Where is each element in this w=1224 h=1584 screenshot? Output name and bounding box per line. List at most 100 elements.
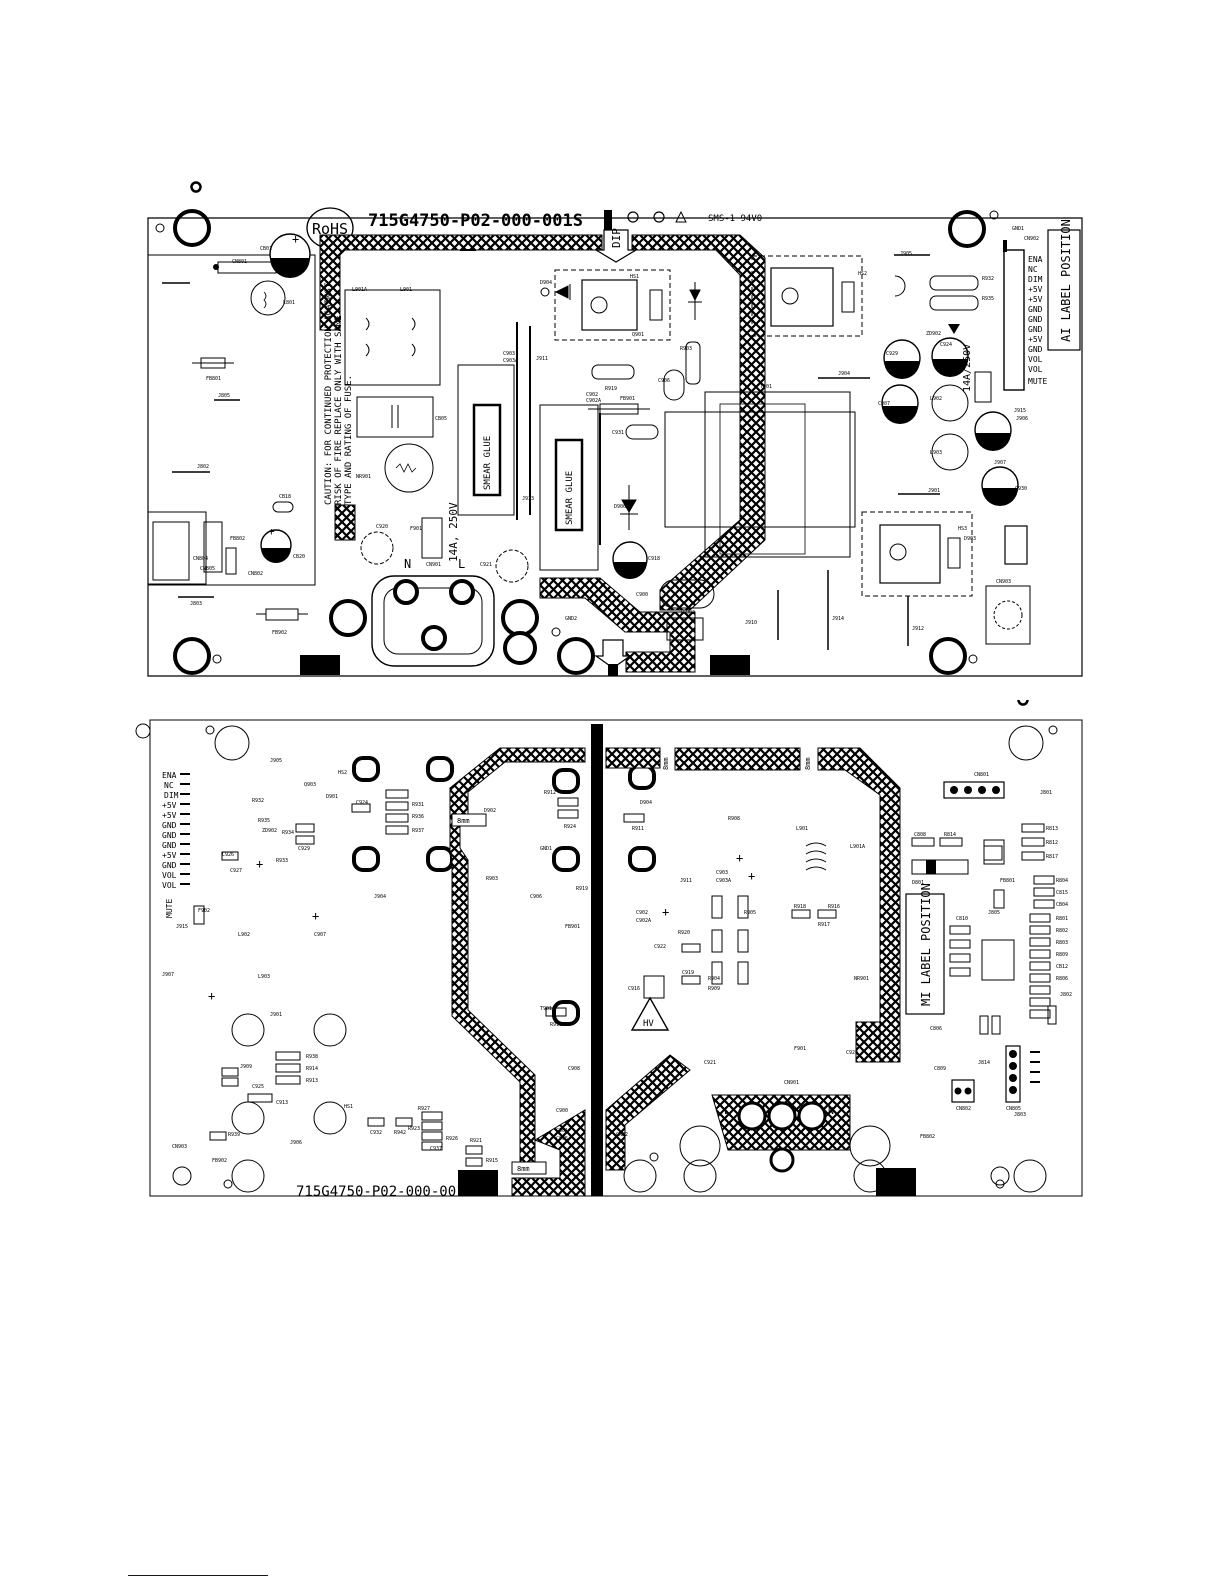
mounting-holes-top	[173, 209, 986, 675]
svg-text:R939: R939	[228, 1132, 240, 1138]
svg-text:J915: J915	[1014, 408, 1026, 414]
smear-glue-left	[472, 403, 502, 497]
svg-text:HS3: HS3	[958, 526, 967, 532]
svg-text:C809: C809	[934, 1066, 946, 1072]
svg-text:J801: J801	[1040, 790, 1052, 796]
svg-text:R803: R803	[1056, 940, 1068, 946]
svg-text:R814: R814	[944, 832, 956, 838]
part-number-bottom: 715G4750-P02-000-001S	[296, 1184, 473, 1200]
svg-text:T901: T901	[760, 384, 772, 390]
dip-marker-top	[604, 210, 612, 230]
svg-text:J912: J912	[912, 626, 924, 632]
rohs-text: RoHS	[312, 220, 348, 238]
svg-text:C925: C925	[252, 1084, 264, 1090]
svg-text:HS2: HS2	[858, 271, 867, 277]
caution-text: CAUTION: FOR CONTINUED PROTECTION AGAINS…	[324, 282, 354, 505]
svg-text:GND: GND	[162, 861, 177, 870]
svg-text:FB802: FB802	[230, 536, 245, 542]
gap-label-4: 8mm	[804, 757, 812, 770]
svg-text:GND: GND	[1028, 345, 1043, 354]
component-refs-top: CB01 CN801 L801 FB801 J805 J802 CB18 CB2…	[190, 226, 1039, 636]
svg-text:ENA: ENA	[162, 771, 177, 780]
neutral-label: N	[404, 557, 411, 571]
svg-text:CB18: CB18	[279, 494, 291, 500]
svg-text:D904: D904	[540, 280, 552, 286]
svg-text:R932: R932	[252, 798, 264, 804]
svg-text:C900: C900	[556, 1108, 568, 1114]
svg-text:L901A: L901A	[850, 844, 865, 850]
svg-text:L901: L901	[400, 287, 412, 293]
cn801-pin1	[213, 264, 219, 270]
svg-text:HS1: HS1	[344, 1104, 353, 1110]
inductor-l903	[931, 433, 969, 471]
svg-text:HS2: HS2	[338, 770, 347, 776]
smear-glue-right	[554, 438, 584, 532]
svg-text:C903: C903	[503, 351, 515, 357]
svg-text:C930: C930	[1015, 486, 1027, 492]
capacitor-c921	[495, 549, 529, 583]
isolation-band-b-lower-right	[511, 1109, 586, 1197]
transformer-t901	[704, 391, 851, 558]
svg-text:R932: R932	[982, 276, 994, 282]
ai-label-box	[1047, 229, 1081, 351]
svg-text:NR901: NR901	[356, 474, 371, 480]
dip-arrow-bottom	[594, 639, 632, 669]
svg-text:CAUTION: FOR CONTINUED PROTECT: CAUTION: FOR CONTINUED PROTECTION AGAINS…	[324, 282, 334, 505]
svg-text:C902A: C902A	[636, 918, 651, 924]
isolation-stub	[334, 504, 356, 541]
isolation-band-b-lower	[605, 1054, 691, 1171]
svg-text:VOL: VOL	[162, 881, 177, 890]
live-label: L	[458, 557, 465, 571]
smear-glue-text-right: SMEAR GLUE	[565, 471, 575, 525]
black-pad-left	[300, 655, 340, 675]
svg-text:GND: GND	[1028, 325, 1043, 334]
heatsink-hs1	[554, 269, 671, 341]
svg-text:J901: J901	[270, 1012, 282, 1018]
svg-text:CN901: CN901	[784, 1080, 799, 1086]
svg-text:GND: GND	[162, 841, 177, 850]
smd-pads-right	[623, 813, 1057, 1035]
transistor-q903	[894, 275, 906, 297]
gap-marker-1	[451, 813, 487, 827]
svg-text:FB801: FB801	[206, 376, 221, 382]
svg-text:D904: D904	[640, 800, 652, 806]
capacitor-c900	[659, 579, 715, 609]
svg-text:GND2: GND2	[616, 1132, 628, 1138]
svg-text:FB802: FB802	[920, 1134, 935, 1140]
svg-text:VOL: VOL	[1028, 355, 1043, 364]
heatsink-hs2	[751, 255, 863, 337]
screw-symbols-bottom	[205, 725, 1058, 1189]
svg-text:R919: R919	[576, 886, 588, 892]
svg-text:R917: R917	[818, 922, 830, 928]
jumpers-right	[777, 254, 940, 650]
svg-text:F901: F901	[794, 1046, 806, 1052]
fuse-f902	[974, 371, 992, 403]
svg-text:R913: R913	[306, 1078, 318, 1084]
svg-text:J803: J803	[1014, 1112, 1026, 1118]
black-pad-bottom-left	[458, 1170, 498, 1196]
isolation-band-b-left	[449, 747, 586, 1171]
ferrite-fb902	[265, 608, 299, 621]
svg-text:+: +	[208, 989, 215, 1003]
svg-text:CN901: CN901	[426, 562, 441, 568]
caps-right-cluster	[881, 337, 1019, 506]
svg-text:+5V: +5V	[1028, 285, 1043, 294]
svg-text:R936: R936	[412, 814, 424, 820]
svg-text:L902: L902	[238, 932, 250, 938]
svg-text:CN801: CN801	[232, 259, 247, 265]
svg-text:J913: J913	[522, 496, 534, 502]
svg-text:DIM: DIM	[1028, 275, 1043, 284]
gap-marker-2	[511, 1161, 547, 1175]
svg-text:C907: C907	[878, 401, 890, 407]
ic-q802-footprint	[983, 839, 1005, 865]
svg-text:J803: J803	[190, 601, 202, 607]
svg-text:C903A: C903A	[503, 358, 518, 364]
svg-text:C924: C924	[356, 800, 368, 806]
board-material-text: SMS-1 94V0	[708, 214, 762, 224]
standby-section-outline	[148, 254, 316, 586]
svg-text:CB20: CB20	[293, 554, 305, 560]
svg-text:+: +	[312, 909, 319, 923]
dip-marker-bottom	[608, 664, 618, 676]
registration-mark-bottom	[1017, 700, 1029, 706]
svg-text:J802: J802	[197, 464, 209, 470]
